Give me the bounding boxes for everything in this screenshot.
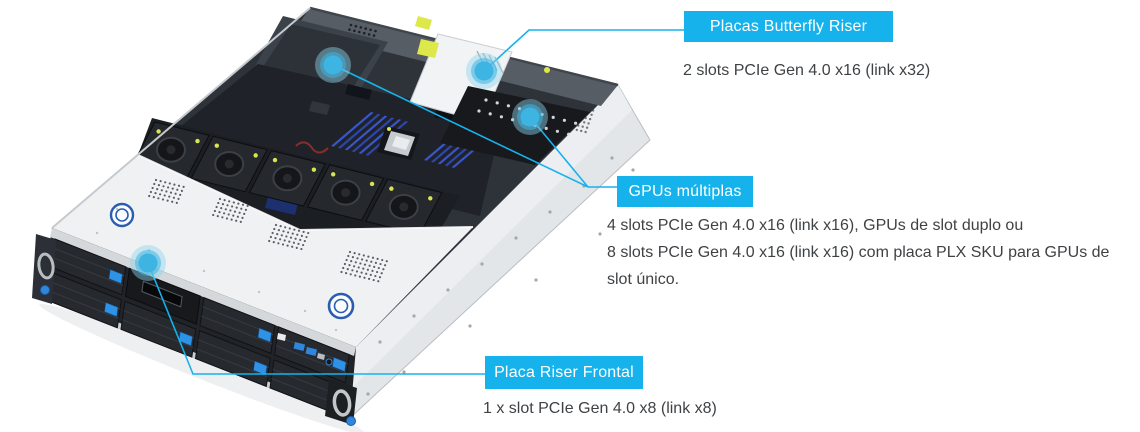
cable <box>295 141 329 154</box>
callout-dot-gpu-bay-right <box>512 99 548 135</box>
description-line: 4 slots PCIe Gen 4.0 x16 (link x16), GPU… <box>607 217 1024 234</box>
callout-label-front-riser: Placa Riser Frontal <box>485 356 643 389</box>
front-riser-slot-panel <box>124 267 201 325</box>
leader-line-multiple-gpus-right <box>529 116 589 188</box>
leader-line-front-riser <box>147 262 485 375</box>
callout-description-multiple-gpus: 4 slots PCIe Gen 4.0 x16 (link x16), GPU… <box>607 212 1109 293</box>
front-io-ports <box>277 333 333 366</box>
callout-label-butterfly-riser: Placas Butterfly Riser <box>684 11 893 42</box>
drive-tray <box>120 300 197 358</box>
fan-module <box>248 150 327 207</box>
callout-description-butterfly-riser: 2 slots PCIe Gen 4.0 x16 (link x32) <box>683 62 931 79</box>
rack-ear-left <box>32 234 56 304</box>
drive-tray <box>199 296 276 355</box>
floor-shadow <box>39 303 365 432</box>
server-side-panel <box>349 84 651 420</box>
server-top-interior <box>51 6 619 347</box>
drive-trays <box>45 238 350 417</box>
description-line: 8 slots PCIe Gen 4.0 x16 (link x16) com … <box>607 244 1110 261</box>
gpu-bay-screw-holes <box>477 98 578 136</box>
description-line: slot único. <box>607 271 680 288</box>
callout-dot-butterfly-riser <box>466 53 502 89</box>
leader-line-butterfly-riser <box>483 29 684 72</box>
top-cover-lid <box>52 154 474 347</box>
fan-module <box>365 178 443 236</box>
side-panel-screws <box>366 156 635 396</box>
callout-label-multiple-gpus: GPUs múltiplas <box>617 176 753 207</box>
callout-dot-front-riser <box>130 245 166 281</box>
fan-module <box>306 164 385 221</box>
lid-emblem <box>109 202 135 228</box>
fan-module <box>190 135 268 193</box>
rack-ear-right <box>325 379 357 426</box>
server-front-drive-bays <box>42 228 356 420</box>
callout-description-front-riser: 1 x slot PCIe Gen 4.0 x8 (link x8) <box>483 400 717 417</box>
lid-emblem <box>327 292 355 320</box>
cpu-socket <box>377 126 420 160</box>
drive-tray <box>194 329 271 388</box>
lid-vent-holes <box>148 178 388 283</box>
callout-dot-gpu-bay-left <box>315 47 351 83</box>
yellow-latches <box>415 16 550 73</box>
